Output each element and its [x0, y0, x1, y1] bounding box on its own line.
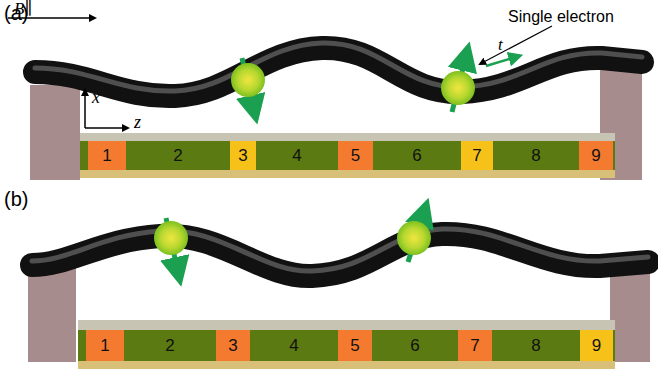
gate-number: 1 — [102, 146, 111, 166]
gate-number: 8 — [531, 336, 540, 356]
dielectric — [78, 320, 615, 330]
axis-z — [85, 127, 128, 129]
axis-label: z — [134, 113, 141, 131]
axis-label: x — [92, 88, 100, 106]
gate-electrode: 3 — [230, 141, 256, 170]
nanotube-shine — [35, 43, 642, 91]
gate-number: 7 — [470, 336, 479, 356]
gate-electrode: 6 — [372, 330, 458, 361]
nanotube — [35, 48, 642, 96]
electron — [441, 71, 475, 105]
gate-number: 5 — [350, 336, 359, 356]
gate-electrode: 7 — [458, 330, 492, 361]
gate-electrode: 9 — [579, 141, 613, 170]
electron — [397, 221, 431, 255]
electron — [231, 63, 265, 97]
gate-number: 6 — [412, 146, 421, 166]
gate-number: 6 — [410, 336, 419, 356]
gate-number: 9 — [592, 336, 601, 356]
gate-number: 9 — [591, 146, 600, 166]
gate-electrode: 9 — [580, 330, 613, 361]
gate-electrode: 2 — [126, 141, 230, 170]
callout-label: Single electron — [508, 9, 614, 25]
hopping-label: t — [498, 36, 503, 53]
gate-number: 1 — [100, 336, 109, 356]
gate-number: 8 — [531, 146, 540, 166]
electron — [154, 221, 188, 255]
dielectric — [80, 133, 615, 141]
gate-electrode: 4 — [250, 330, 338, 361]
gate-number: 5 — [351, 146, 360, 166]
gate-number: 3 — [228, 336, 237, 356]
gate-electrode: 2 — [124, 330, 216, 361]
gate-electrode: 8 — [492, 330, 580, 361]
gate-electrode: 5 — [338, 330, 372, 361]
support-left — [28, 268, 76, 362]
gate-number: 3 — [238, 146, 247, 166]
panel-a — [8, 18, 642, 180]
gate-electrode: 6 — [373, 141, 461, 170]
support-left — [30, 85, 80, 180]
field-label: B∥ — [14, 0, 32, 17]
substrate — [80, 170, 615, 178]
panel-label: (b) — [4, 189, 28, 209]
axis-x — [84, 90, 86, 128]
gate-number: 4 — [289, 336, 298, 356]
gate-band — [78, 330, 615, 361]
gate-electrode: 3 — [216, 330, 250, 361]
gate-number: 4 — [292, 146, 301, 166]
gate-electrode: 5 — [338, 141, 373, 170]
gate-band — [80, 141, 615, 170]
gate-number: 2 — [165, 336, 174, 356]
gate-number: 7 — [472, 146, 481, 166]
gate-electrode: 1 — [86, 330, 124, 361]
gate-electrode: 4 — [256, 141, 338, 170]
panel-b — [28, 212, 650, 369]
leader-line — [480, 26, 552, 64]
nanotube-shine — [32, 229, 648, 271]
gate-electrode: 1 — [88, 141, 126, 170]
substrate — [78, 361, 615, 369]
gate-electrode: 8 — [493, 141, 579, 170]
gate-electrode: 7 — [461, 141, 493, 170]
gate-number: 2 — [173, 146, 182, 166]
